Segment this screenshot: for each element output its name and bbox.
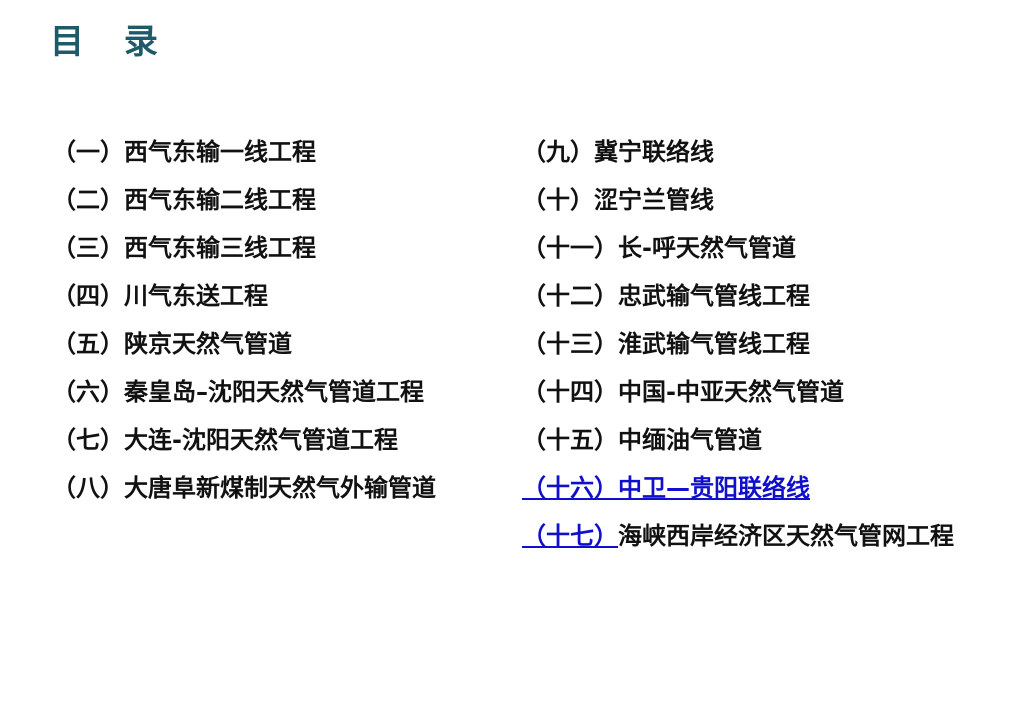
toc-item-number: （七） [52, 426, 124, 454]
toc-link-item[interactable]: （十六）中卫—贵阳联络线 [522, 470, 954, 518]
toc-item: （十五）中缅油气管道 [522, 422, 954, 470]
toc-item: （一）西气东输一线工程 [52, 134, 436, 182]
toc-item-label: 中国-中亚天然气管道 [618, 378, 844, 406]
toc-item-label: 川气东送工程 [124, 282, 268, 310]
toc-item-label: 西气东输一线工程 [124, 138, 316, 166]
toc-item-number: （四） [52, 282, 124, 310]
toc-item-label[interactable]: 中卫—贵阳联络线 [618, 474, 810, 502]
toc-item-number: （一） [52, 138, 124, 166]
toc-item-label: 秦皇岛–沈阳天然气管道工程 [124, 378, 424, 406]
toc-item: （十三）淮武输气管线工程 [522, 326, 954, 374]
toc-item: （十一）长-呼天然气管道 [522, 230, 954, 278]
toc-item: （十二）忠武输气管线工程 [522, 278, 954, 326]
toc-item: （十四）中国-中亚天然气管道 [522, 374, 954, 422]
toc-item-label: 中缅油气管道 [618, 426, 762, 454]
toc-item-number-link[interactable]: （十七） [522, 522, 618, 550]
toc-item-number: （十一） [522, 234, 618, 262]
toc-item-number: （十三） [522, 330, 618, 358]
toc-item-number: （五） [52, 330, 124, 358]
toc-item-label: 大连-沈阳天然气管道工程 [124, 426, 398, 454]
toc-item: （三）西气东输三线工程 [52, 230, 436, 278]
toc-item: （五）陕京天然气管道 [52, 326, 436, 374]
toc-item-number: （三） [52, 234, 124, 262]
toc-item: （十七）海峡西岸经济区天然气管网工程 [522, 518, 954, 566]
toc-item: （九）冀宁联络线 [522, 134, 954, 182]
toc-item-label: 涩宁兰管线 [594, 186, 714, 214]
toc-left-column: （一）西气东输一线工程 （二）西气东输二线工程 （三）西气东输三线工程 （四）川… [52, 134, 436, 518]
toc-item-number: （十四） [522, 378, 618, 406]
toc-item-number: （六） [52, 378, 124, 406]
toc-right-column: （九）冀宁联络线 （十）涩宁兰管线 （十一）长-呼天然气管道 （十二）忠武输气管… [522, 134, 954, 566]
toc-item-label: 陕京天然气管道 [124, 330, 292, 358]
toc-item: （八）大唐阜新煤制天然气外输管道 [52, 470, 436, 518]
toc-item-label: 大唐阜新煤制天然气外输管道 [124, 474, 436, 502]
toc-item-label: 淮武输气管线工程 [618, 330, 810, 358]
toc-item: （六）秦皇岛–沈阳天然气管道工程 [52, 374, 436, 422]
toc-item-number: （十） [522, 186, 594, 214]
toc-item-number: （九） [522, 138, 594, 166]
toc-item-label: 西气东输二线工程 [124, 186, 316, 214]
toc-item: （十）涩宁兰管线 [522, 182, 954, 230]
toc-item-label: 西气东输三线工程 [124, 234, 316, 262]
toc-item-number: （八） [52, 474, 124, 502]
toc-item-number: （二） [52, 186, 124, 214]
toc-item-label: 海峡西岸经济区天然气管网工程 [618, 522, 954, 550]
toc-item: （四）川气东送工程 [52, 278, 436, 326]
toc-item-label: 忠武输气管线工程 [618, 282, 810, 310]
toc-item-number: （十五） [522, 426, 618, 454]
page-title: 目 录 [50, 22, 172, 62]
toc-item: （七）大连-沈阳天然气管道工程 [52, 422, 436, 470]
toc-item-number: （十二） [522, 282, 618, 310]
toc-item-number[interactable]: （十六） [522, 474, 618, 502]
toc-item: （二）西气东输二线工程 [52, 182, 436, 230]
toc-item-label: 长-呼天然气管道 [618, 234, 796, 262]
toc-item-label: 冀宁联络线 [594, 138, 714, 166]
